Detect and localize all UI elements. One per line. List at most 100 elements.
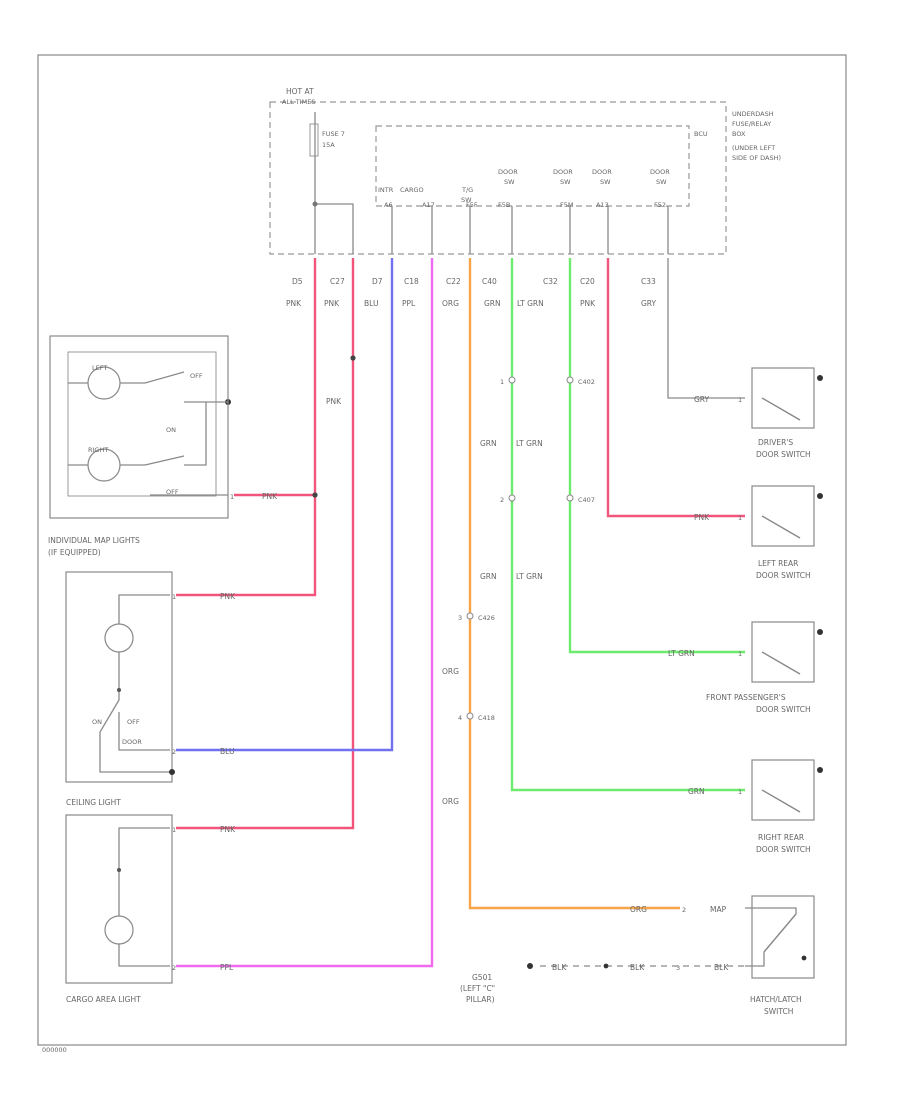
hatch-title-1: HATCH/LATCH xyxy=(750,995,802,1004)
underdash-fuse-relay-box: HOT AT ALL TIMES FUSE 7 15A BCU UNDERDAS… xyxy=(269,87,781,255)
ground-g501: BLK G501 (LEFT "C" PILLAR) xyxy=(460,963,567,1004)
colored-wires xyxy=(176,258,745,968)
wire-label-blu: BLU xyxy=(364,299,378,308)
ground-wire-1: BLK xyxy=(552,963,567,972)
rightrear-pin: 1 xyxy=(738,788,742,796)
driver-title-1: DRIVER'S xyxy=(758,438,793,447)
connector-c27: C27 xyxy=(330,277,345,286)
cargo-lamp xyxy=(104,915,134,945)
map-right-label: RIGHT xyxy=(88,446,108,454)
func-sw-4: SW xyxy=(656,178,667,186)
splice-2: 2 xyxy=(500,496,504,504)
map-off-label-2: OFF xyxy=(166,488,179,496)
splice-c402: C402 xyxy=(578,378,595,386)
rightrear-title-1: RIGHT REAR xyxy=(758,833,804,842)
pin-label-7: F5F xyxy=(466,201,478,209)
wire-blu xyxy=(176,258,394,752)
driver-title-2: DOOR SWITCH xyxy=(756,450,811,459)
ceiling-light-assembly: 1 2 PNK BLU ON OFF DOOR CEILING LIGHT xyxy=(65,571,236,807)
connector-c33: C33 xyxy=(641,277,656,286)
connector-c18: C18 xyxy=(404,277,419,286)
ceiling-pin2: 2 xyxy=(172,748,176,756)
splice-c407: C407 xyxy=(578,496,595,504)
cargo-light-assembly: 1 2 PNK PPL CARGO AREA LIGHT xyxy=(65,814,236,1004)
front-passenger-door-switch: LT GRN 1 FRONT PASSENGER'S DOOR SWITCH xyxy=(668,621,823,714)
ceiling-title: CEILING LIGHT xyxy=(66,798,121,807)
splice-1: 1 xyxy=(500,378,504,386)
connector-c22: C22 xyxy=(446,277,461,286)
pin-label-2: A17 xyxy=(422,201,435,209)
connector-d7: D7 xyxy=(372,277,383,286)
cargo-wire2: PPL xyxy=(220,963,234,972)
connector-c32: C32 xyxy=(543,277,558,286)
hatch-label-bot: BLK xyxy=(630,963,645,972)
mid-label-ltgrn-1: LT GRN xyxy=(516,439,543,448)
pin-label-1: A6 xyxy=(384,201,393,209)
wire-pnk-cargo xyxy=(176,258,355,830)
pin-label-6: F52 xyxy=(654,201,666,209)
wire-label-pnk-3: PNK xyxy=(580,299,596,308)
splice-points: 1 2 3 4 C402 C407 C426 C418 xyxy=(225,355,609,969)
func-label-tg: T/G xyxy=(461,186,473,194)
func-label-door-2: DOOR xyxy=(553,168,573,176)
ground-name: G501 xyxy=(472,973,492,982)
diagram-frame xyxy=(37,54,847,1046)
wire-grn xyxy=(510,258,745,792)
all-times-label: ALL TIMES xyxy=(282,98,315,106)
box-desc-4: (UNDER LEFT xyxy=(732,144,775,152)
func-label-intr: INTR xyxy=(378,186,394,194)
hatch-latch-switch: ORG 2 MAP BLK 3 BLK HATCH/LATCH SWITCH xyxy=(630,895,815,1016)
map-left-label: LEFT xyxy=(92,364,107,372)
splice-c426: C426 xyxy=(478,614,495,622)
leftrear-wire: PNK xyxy=(694,513,710,522)
pin-label-4: F5M xyxy=(560,201,573,209)
bcu-label: BCU xyxy=(694,130,708,138)
wire-label-ppl: PPL xyxy=(402,299,416,308)
func-sw-2: SW xyxy=(560,178,571,186)
fuse-rating: 15A xyxy=(322,141,335,149)
wire-ppl xyxy=(176,258,434,968)
driver-pin: 1 xyxy=(738,396,742,404)
right-rear-door-switch: GRN 1 RIGHT REAR DOOR SWITCH xyxy=(688,759,823,854)
func-sw-1: SW xyxy=(504,178,515,186)
func-sw-3: SW xyxy=(600,178,611,186)
ceiling-pin1: 1 xyxy=(172,593,176,601)
wire-label-gry: GRY xyxy=(641,299,657,308)
hot-at-label: HOT AT xyxy=(286,87,314,96)
driver-wire: GRY xyxy=(694,395,710,404)
hatch-title-2: SWITCH xyxy=(764,1007,793,1016)
rightrear-title-2: DOOR SWITCH xyxy=(756,845,811,854)
wire-pnk-leftrear xyxy=(606,258,745,518)
hatch-label-top: MAP xyxy=(710,905,727,914)
wire-org xyxy=(468,258,680,910)
ceiling-lamp xyxy=(104,623,134,653)
cargo-wire1: PNK xyxy=(220,825,236,834)
connector-c20: C20 xyxy=(580,277,595,286)
frontpass-wire: LT GRN xyxy=(668,649,695,658)
wire-label-ltgrn: LT GRN xyxy=(517,299,544,308)
connector-d5: D5 xyxy=(292,277,303,286)
hatch-pin-top: 2 xyxy=(682,906,686,914)
mid-label-pnk: PNK xyxy=(326,397,342,406)
map-title-2: (IF EQUIPPED) xyxy=(48,548,101,557)
wire-gry-driver xyxy=(667,258,745,399)
ceiling-wire2: BLU xyxy=(220,747,234,756)
map-on-label: ON xyxy=(166,426,176,434)
func-label-door-1: DOOR xyxy=(498,168,518,176)
box-desc-1: UNDERDASH xyxy=(732,110,774,118)
ceiling-door: DOOR xyxy=(122,738,142,746)
connector-c40: C40 xyxy=(482,277,497,286)
map-lights-assembly: LEFT RIGHT OFF ON OFF 1 PNK INDIVIDUAL M… xyxy=(48,335,278,557)
wire-color-labels-top: PNK PNK BLU PPL ORG GRN LT GRN PNK GRY xyxy=(286,299,657,308)
leftrear-title-1: LEFT REAR xyxy=(758,559,798,568)
fuse-box-internal-wiring xyxy=(312,112,669,254)
map-wire-label: PNK xyxy=(262,492,278,501)
box-desc-2: FUSE/RELAY xyxy=(732,120,771,128)
mid-label-grn-2: GRN xyxy=(480,572,497,581)
func-sw-5: SW xyxy=(461,196,472,204)
ceiling-wire1: PNK xyxy=(220,592,236,601)
splice-4: 4 xyxy=(458,714,462,722)
fuse-name: FUSE 7 xyxy=(322,130,345,138)
leftrear-pin: 1 xyxy=(738,514,742,522)
hatch-wire-top: ORG xyxy=(630,905,647,914)
